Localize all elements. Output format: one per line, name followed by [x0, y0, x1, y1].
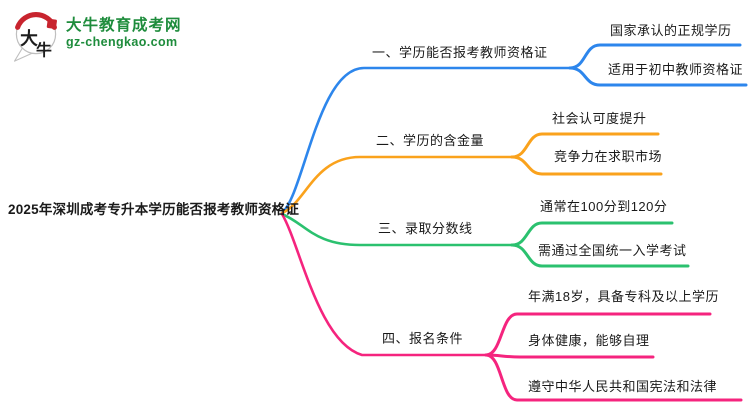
branch-4-child-3: 遵守中华人民共和国宪法和法律 [528, 379, 718, 394]
branch-1-main-curve [280, 66, 572, 215]
brand-domain: gz-chengkao.com [66, 35, 178, 49]
branch-2-label: 二、学历的含金量 [376, 133, 485, 148]
branch-3-label: 三、录取分数线 [378, 221, 473, 236]
bull-speech-bubble-icon: 大 牛 [13, 12, 57, 62]
branch-4-child-2: 身体健康，能够自理 [528, 333, 650, 348]
branch-2-child-1: 社会认可度提升 [552, 111, 647, 126]
branch-3-connectors [280, 212, 690, 268]
branch-2-connectors [280, 132, 663, 215]
branch-4-child-2-curve [484, 353, 655, 359]
logo-text-block: 大牛教育成考网 gz-chengkao.com [66, 6, 182, 50]
branch-2-child-2: 竞争力在求职市场 [554, 149, 663, 164]
branch-3-main-curve [280, 212, 514, 247]
seal-char-bottom: 牛 [36, 41, 52, 60]
branch-3-child-2-curve [510, 243, 690, 268]
branch-4-connectors [280, 212, 743, 402]
branch-2-main-curve [280, 155, 514, 215]
branch-4-child-1-curve [484, 312, 712, 357]
branch-3-child-1-curve [510, 221, 674, 247]
branch-3-child-1: 通常在100分到120分 [540, 199, 668, 214]
site-logo[interactable]: 大 牛 大牛教育成考网 gz-chengkao.com [8, 6, 268, 64]
red-seal-stamp [46, 18, 57, 29]
branch-4-label: 四、报名条件 [382, 331, 464, 346]
branch-1-label: 一、学历能否报考教师资格证 [372, 45, 548, 60]
branch-4-child-1: 年满18岁，具备专科及以上学历 [528, 289, 719, 304]
branch-1-connectors [280, 43, 748, 215]
seal-char-top: 大 [20, 27, 38, 49]
branch-1-child-2: 适用于初中教师资格证 [608, 62, 744, 77]
root-node-label: 2025年深圳成考专升本学历能否报考教师资格证 [8, 202, 300, 217]
branch-2-child-2-curve [510, 155, 663, 176]
branch-4-child-3-curve [484, 353, 743, 402]
brand-name: 大牛教育成考网 [66, 17, 182, 34]
branch-1-child-2-curve [568, 66, 748, 87]
branch-3-child-2: 需通过全国统一入学考试 [538, 243, 687, 258]
branch-4-main-curve [280, 212, 488, 357]
branch-1-child-1: 国家承认的正规学历 [610, 23, 732, 38]
